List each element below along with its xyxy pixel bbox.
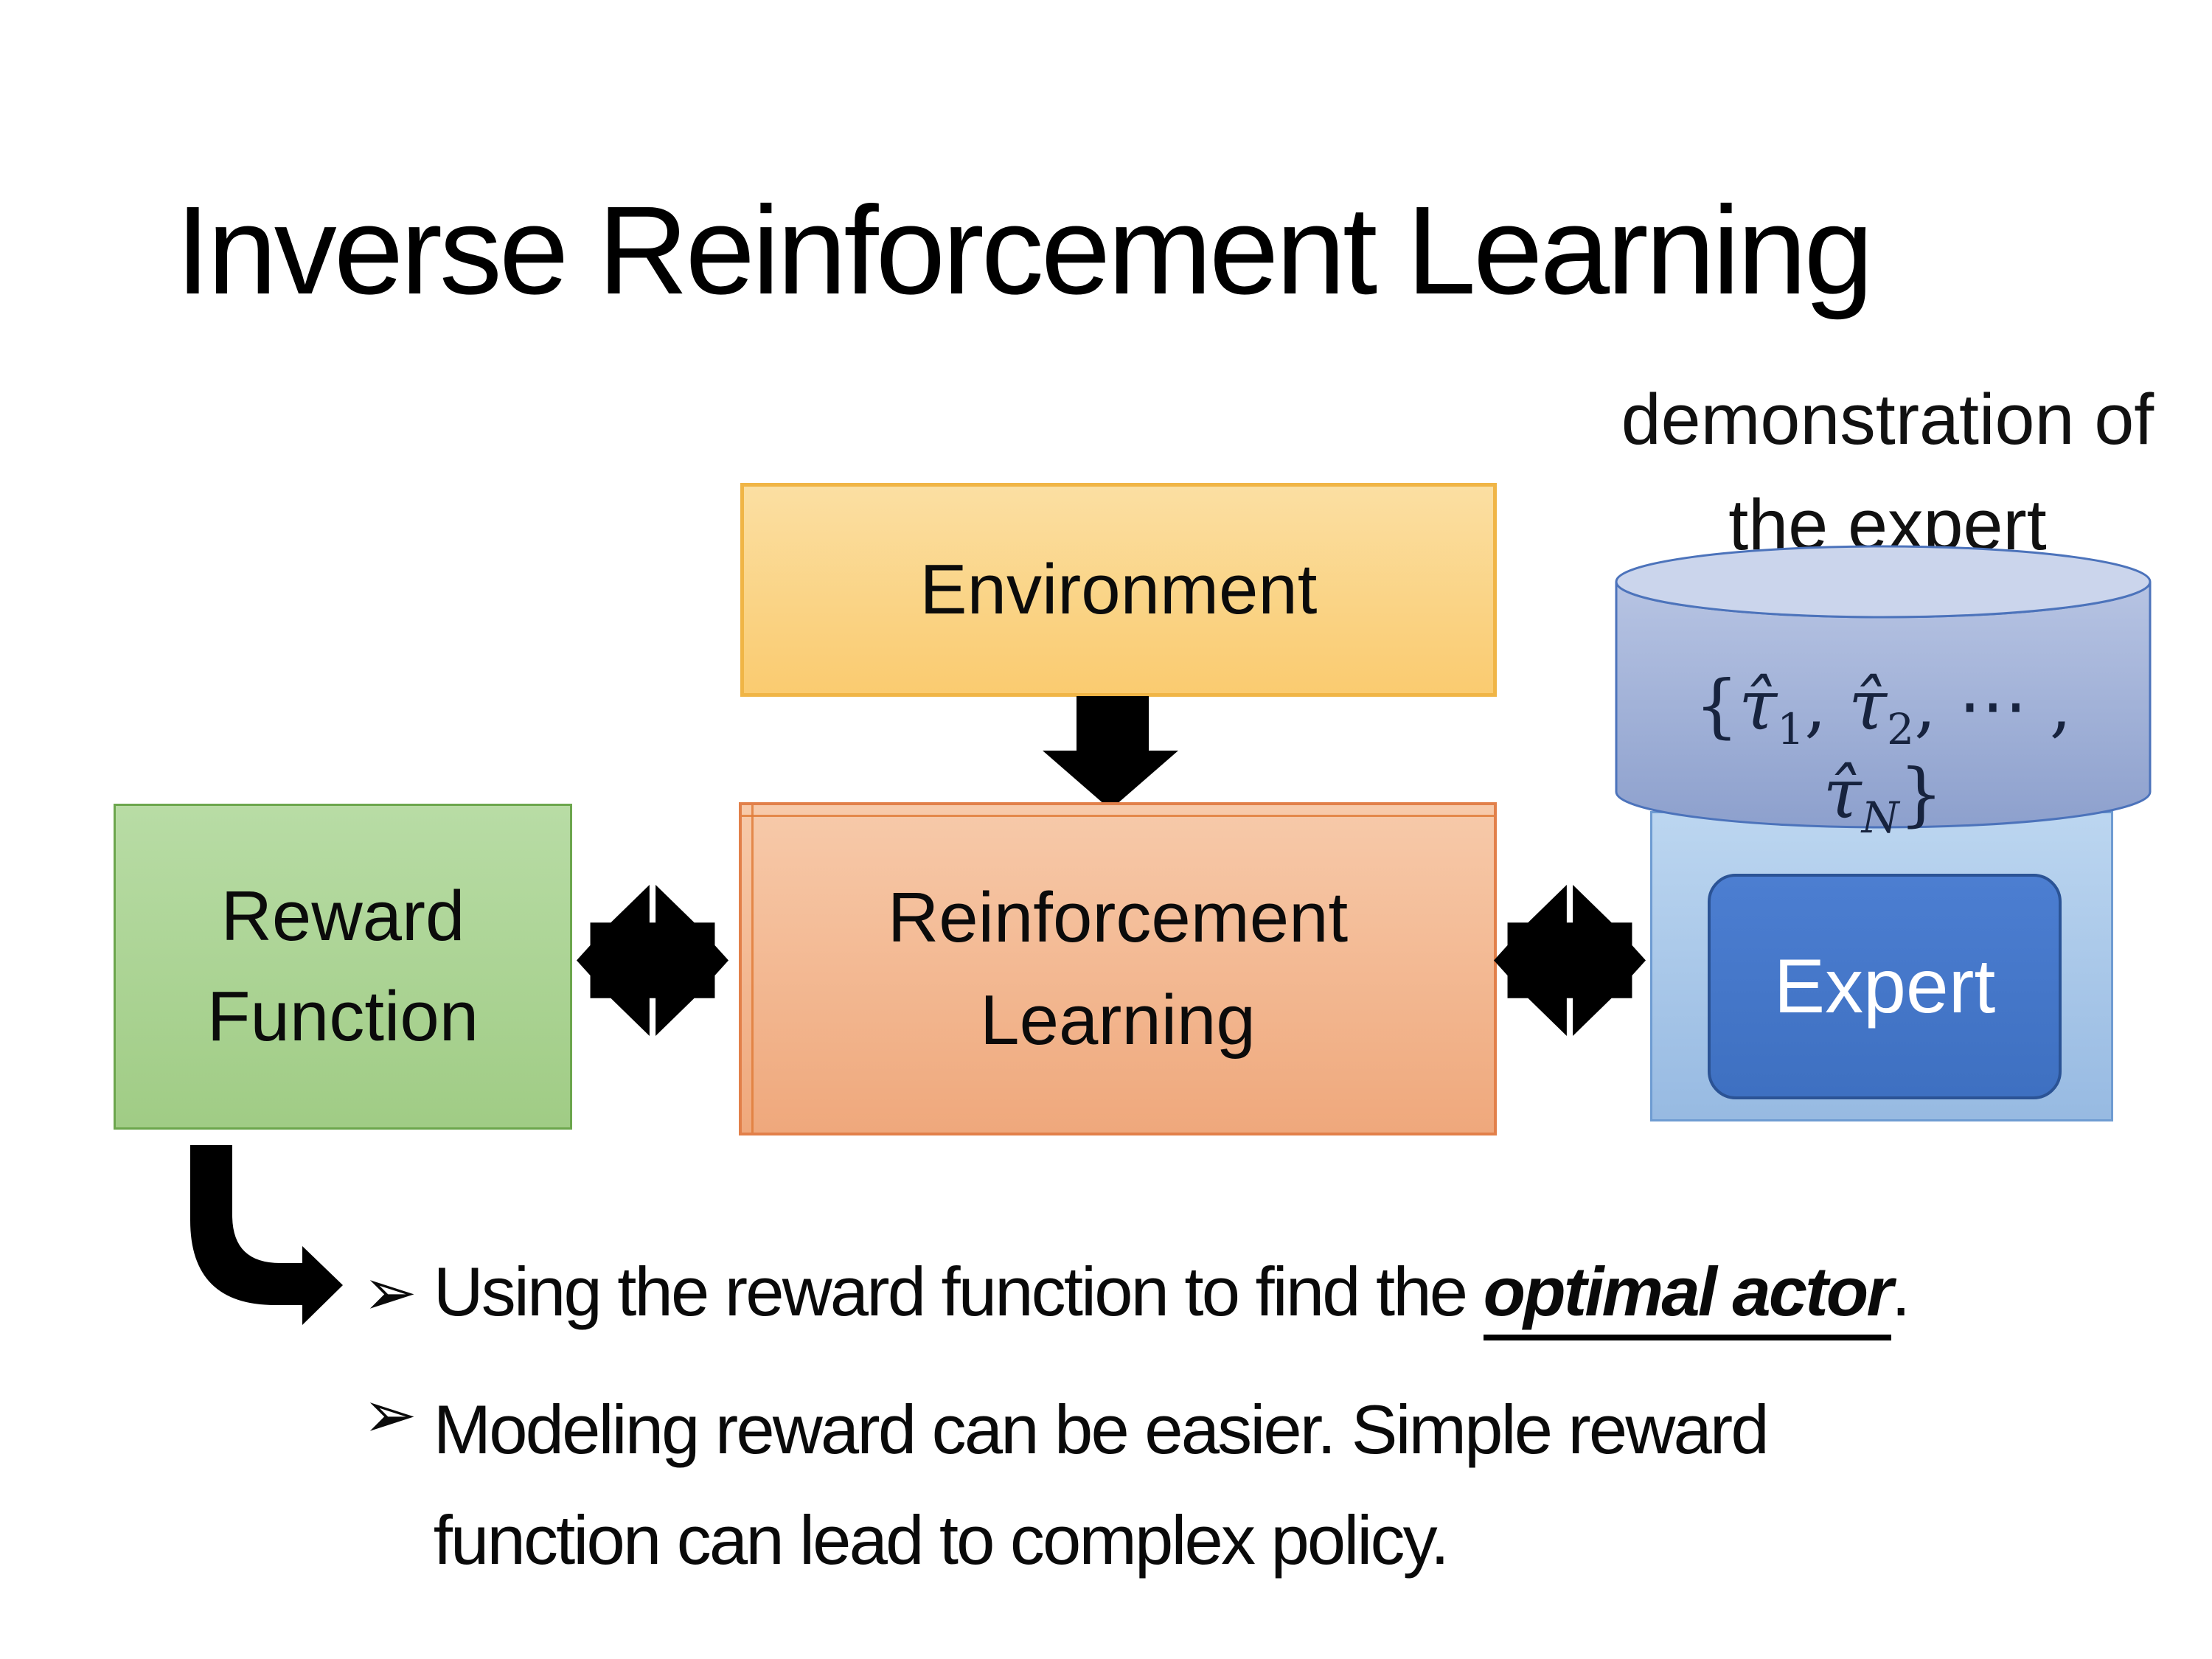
demonstration-label-line1: demonstration	[1621, 379, 2075, 459]
reward-function-label-line2: Function	[206, 977, 479, 1056]
reinforcement-learning-label-line1: Reinforcement	[887, 877, 1349, 957]
arrowhead-bullet-icon: ➢	[363, 1377, 417, 1453]
bullet-2-text: Modeling reward can be easier. Simple re…	[433, 1391, 1770, 1579]
bullet-item-1: ➢ Using the reward function to find the …	[363, 1252, 1910, 1340]
bidirectional-arrow-left-icon	[577, 885, 728, 1036]
rl-box-inner-line-left	[751, 805, 754, 1133]
down-arrow-icon	[1043, 696, 1178, 810]
reward-function-box: Reward Function	[114, 804, 572, 1130]
bullet-1-text: Using the reward function to find the op…	[434, 1252, 1910, 1340]
expert-box-label: Expert	[1773, 943, 1996, 1029]
reinforcement-learning-label-line2: Learning	[980, 981, 1256, 1060]
trajectory-set-math: {τ̂1, τ̂2, ⋯ , τ̂N}	[1694, 666, 2072, 843]
environment-box-label: Environment	[919, 550, 1318, 629]
demonstration-database-cylinder	[1615, 545, 2152, 829]
rl-box-inner-line-top	[742, 815, 1494, 817]
bidirectional-arrow-right-icon	[1494, 885, 1646, 1036]
reinforcement-learning-box: Reinforcement Learning	[739, 802, 1497, 1135]
environment-box: Environment	[740, 483, 1497, 697]
reward-function-label-line1: Reward	[220, 876, 465, 956]
optimal-actor-emphasis: optimal actor	[1483, 1253, 1893, 1340]
expert-box: Expert	[1708, 874, 2062, 1099]
bullet-item-2: ➢ Modeling reward can be easier. Simple …	[363, 1374, 1770, 1596]
slide-title: Inverse Reinforcement Learning	[175, 181, 1874, 321]
bent-arrow-icon	[190, 1145, 343, 1325]
arrowhead-bullet-icon: ➢	[363, 1254, 417, 1330]
